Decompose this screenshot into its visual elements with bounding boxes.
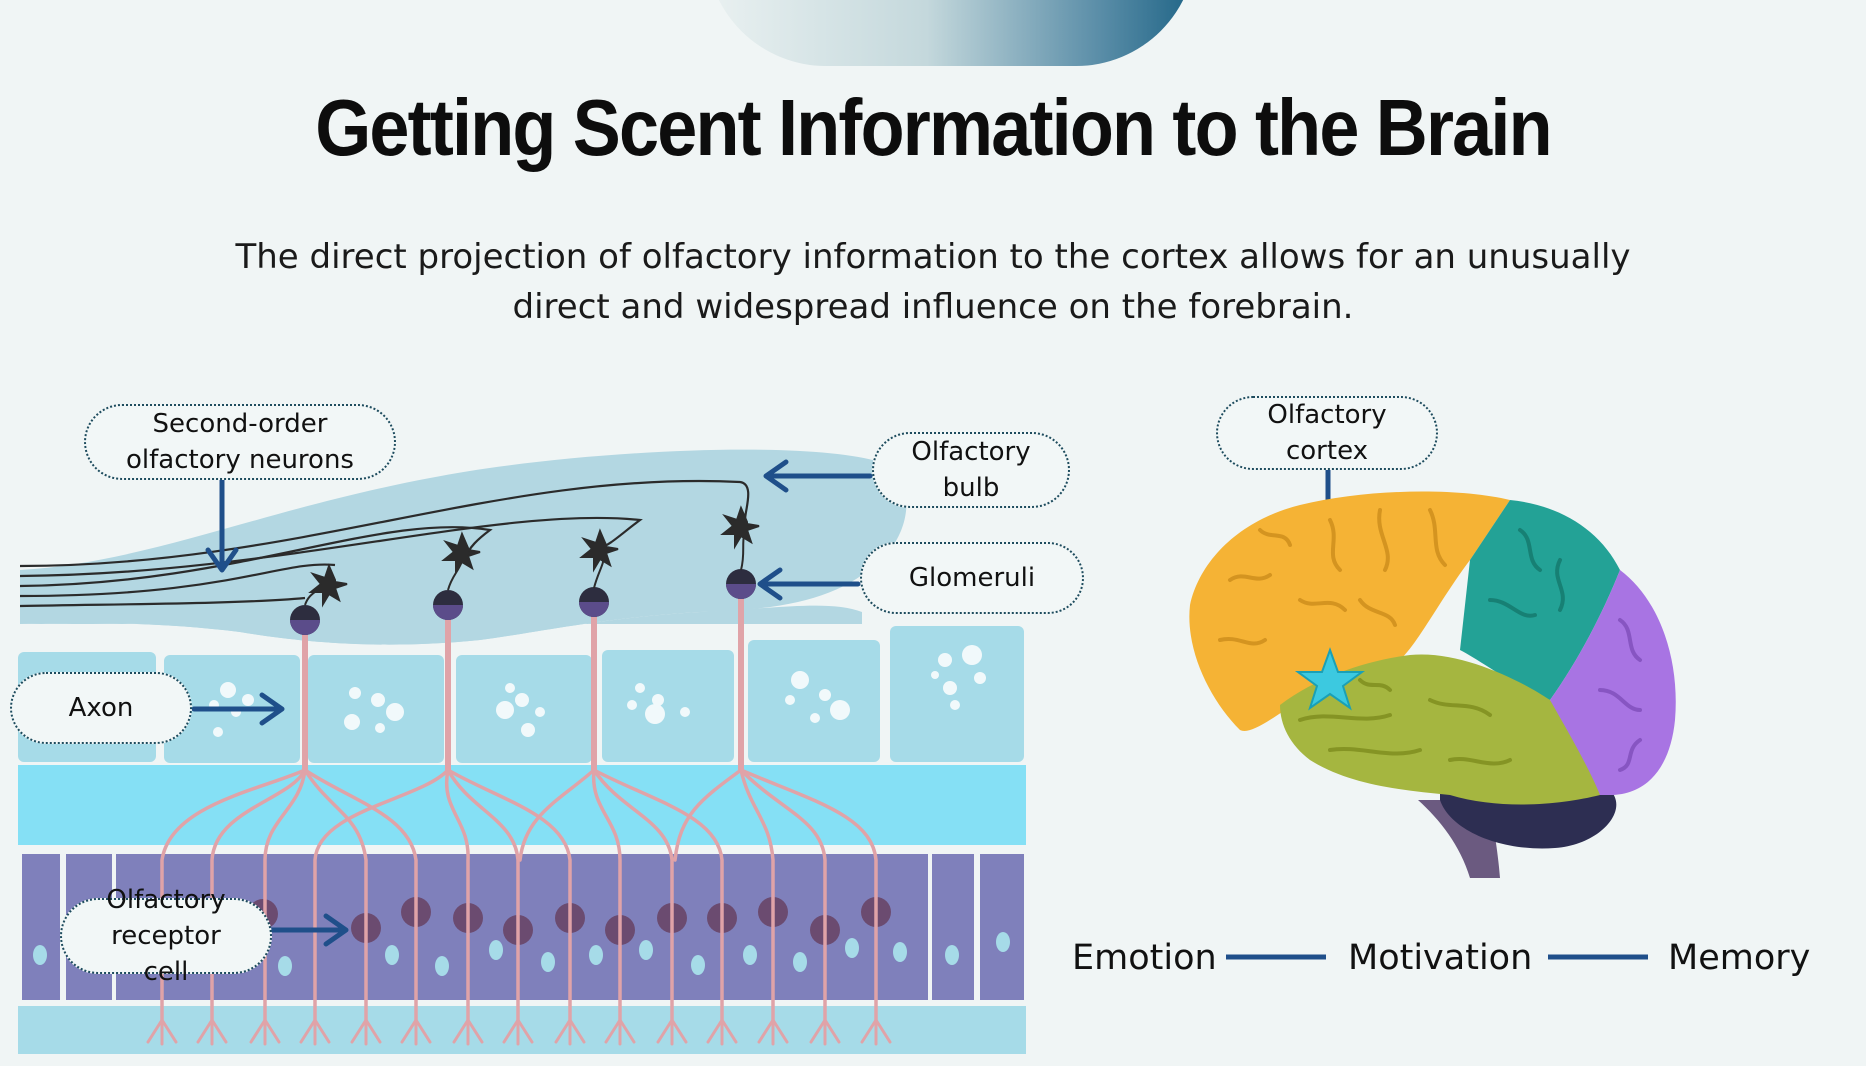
- pathway-emotion: Emotion: [1072, 938, 1217, 978]
- header-decoration: [706, 0, 1196, 66]
- label-axon: Axon: [10, 672, 192, 744]
- pathway-motivation: Motivation: [1348, 938, 1533, 978]
- mitral-cells: [304, 505, 760, 608]
- label-second-order-neurons: Second-order olfactory neurons: [84, 404, 396, 480]
- label-glomeruli: Glomeruli: [860, 542, 1084, 614]
- page-title: Getting Scent Information to the Brain: [315, 83, 1552, 172]
- pathway-memory: Memory: [1668, 938, 1811, 978]
- label-olfactory-bulb: Olfactory bulb: [872, 432, 1070, 508]
- glomeruli: [290, 569, 756, 635]
- brain-illustration: [1189, 491, 1676, 878]
- second-order-fibers: [19, 479, 750, 608]
- receptor-axons: [302, 581, 744, 773]
- label-olfactory-cortex: Olfactory cortex: [1216, 396, 1438, 470]
- label-olfactory-receptor-cell: Olfactory receptor cell: [60, 885, 272, 987]
- page-subtitle: The direct projection of olfactory infor…: [235, 237, 1631, 327]
- olfactory-cortex-star: [1294, 647, 1366, 711]
- mucus-layer: [18, 765, 1026, 845]
- basal-layer: [18, 1006, 1026, 1054]
- receptor-cells: [248, 897, 891, 945]
